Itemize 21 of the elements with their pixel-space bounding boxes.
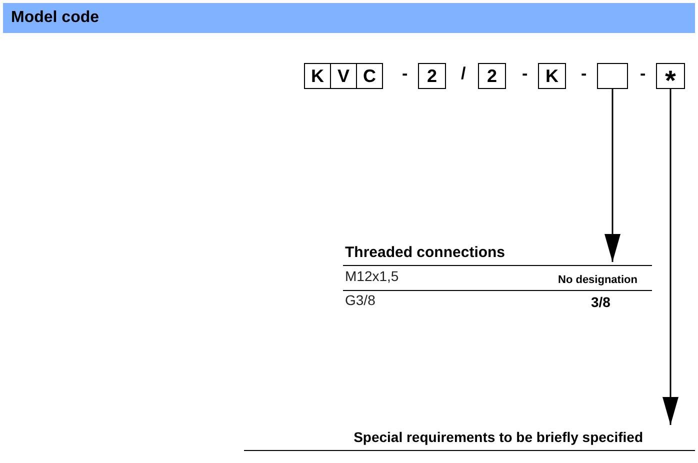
separator: - <box>522 64 528 84</box>
separator: / <box>461 64 466 84</box>
arrow <box>662 89 678 425</box>
separator: - <box>581 64 587 84</box>
code-letter-box: K <box>304 63 331 89</box>
code-letter-box: 2 <box>478 63 506 89</box>
separator: - <box>640 64 646 84</box>
table-heading: Threaded connections <box>343 244 652 266</box>
code-letter-box: K <box>538 63 566 89</box>
code-letter-box: * <box>656 63 685 89</box>
code-letter-box: 2 <box>418 63 446 89</box>
title-bar: Model code <box>3 3 695 33</box>
row-label: G3/8 <box>345 292 376 308</box>
requirement-line: Special requirements to be briefly specified <box>244 426 695 451</box>
table-value: 3/8 <box>591 294 610 310</box>
code-letter-box: V <box>330 63 357 89</box>
code-letter-box: C <box>356 63 383 89</box>
row-label: M12x1,5 <box>345 268 399 284</box>
separator: - <box>402 64 408 84</box>
empty-code-box <box>597 63 628 89</box>
arrow <box>604 89 620 262</box>
